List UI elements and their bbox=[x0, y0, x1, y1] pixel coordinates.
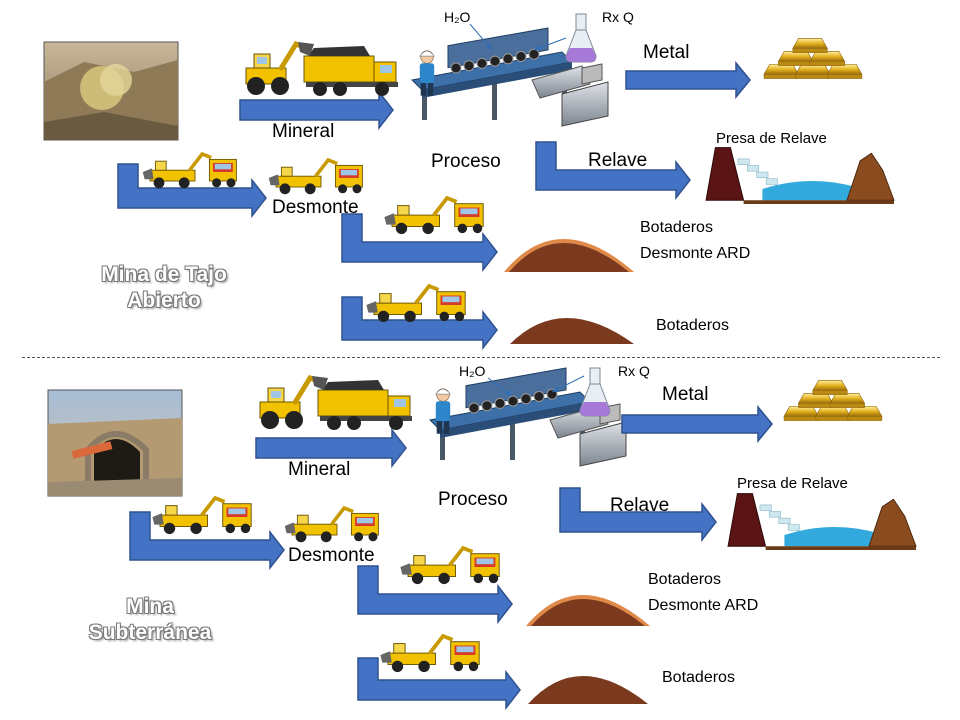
relave-label: Relave bbox=[610, 495, 670, 516]
botaderos-ard-label-2: Desmonte ARD bbox=[640, 245, 751, 262]
section-divider bbox=[22, 357, 940, 358]
blue-arrow-icon bbox=[357, 657, 521, 711]
desmonte-label: Desmonte bbox=[288, 545, 375, 566]
loader-truck-icon bbox=[400, 545, 500, 585]
loader-truck-icon bbox=[152, 495, 252, 535]
section-title-line-1: Mina bbox=[126, 595, 174, 618]
blue-arrow-icon bbox=[117, 163, 267, 219]
ard-waste-dump-icon bbox=[504, 239, 634, 272]
blue-arrow-icon bbox=[621, 404, 773, 444]
worker-icon bbox=[419, 50, 435, 96]
section-title-mina-subterranea: Mina Subterránea bbox=[70, 594, 230, 646]
flask-icon bbox=[579, 367, 611, 417]
botaderos-ard-label-1: Botaderos bbox=[648, 571, 721, 588]
blue-arrow-icon bbox=[255, 427, 407, 469]
blue-arrow-icon bbox=[357, 565, 513, 625]
presa-relave-label: Presa de Relave bbox=[716, 130, 827, 147]
metal-label: Metal bbox=[662, 384, 709, 405]
gold-bars-icon bbox=[763, 38, 863, 79]
blue-arrow-icon bbox=[341, 296, 498, 351]
worker-icon bbox=[435, 388, 451, 434]
waste-dump-icon bbox=[528, 676, 648, 704]
waste-dump-icon bbox=[510, 318, 634, 344]
h2o-label: H₂O bbox=[459, 363, 486, 379]
flask-icon bbox=[565, 13, 597, 63]
pointer-arrow-head-icon bbox=[505, 389, 512, 396]
blue-arrow-icon bbox=[625, 60, 751, 100]
botaderos-label: Botaderos bbox=[656, 317, 729, 334]
section-title-line-2: Abierto bbox=[127, 289, 201, 312]
pointer-arrow-head-icon bbox=[534, 45, 541, 51]
relave-label: Relave bbox=[588, 150, 648, 171]
gold-bars-icon bbox=[783, 380, 883, 421]
loader-truck-icon bbox=[268, 157, 363, 195]
pointer-arrow-head-icon bbox=[485, 43, 492, 50]
loader-truck-icon bbox=[259, 374, 412, 430]
botaderos-ard-label-2: Desmonte ARD bbox=[648, 597, 759, 614]
proceso-label: Proceso bbox=[431, 151, 501, 172]
proceso-label: Proceso bbox=[438, 489, 508, 510]
section-title-tajo-abierto: Mina de Tajo Abierto bbox=[84, 262, 244, 314]
ard-waste-dump-icon bbox=[526, 595, 650, 626]
mine-photo bbox=[47, 389, 183, 497]
blue-arrow-icon bbox=[341, 213, 498, 273]
loader-truck-icon bbox=[142, 151, 237, 189]
rxq-label: Rx Q bbox=[602, 9, 634, 25]
mine-photo bbox=[43, 41, 179, 141]
processing-plant-icon bbox=[410, 27, 609, 127]
loader-truck-icon bbox=[384, 195, 484, 235]
blue-arrow-icon bbox=[129, 511, 285, 571]
section-title-line-2: Subterránea bbox=[88, 621, 212, 644]
blue-arrow-icon bbox=[559, 487, 717, 543]
rxq-label: Rx Q bbox=[618, 363, 650, 379]
tailings-dam-icon bbox=[705, 147, 895, 205]
blue-arrow-icon bbox=[535, 141, 691, 201]
mineral-label: Mineral bbox=[288, 459, 351, 480]
section-title-line-1: Mina de Tajo bbox=[101, 263, 227, 286]
pointer-arrow-head-icon bbox=[552, 386, 559, 392]
loader-truck-icon bbox=[366, 283, 466, 323]
blue-arrow-icon bbox=[239, 89, 394, 131]
loader-truck-icon bbox=[380, 633, 480, 673]
loader-truck-icon bbox=[284, 505, 379, 543]
metal-label: Metal bbox=[643, 42, 690, 63]
botaderos-label: Botaderos bbox=[662, 669, 735, 686]
mineral-label: Mineral bbox=[272, 121, 335, 142]
desmonte-label: Desmonte bbox=[272, 197, 359, 218]
processing-plant-icon bbox=[428, 367, 627, 467]
loader-truck-icon bbox=[245, 40, 398, 96]
presa-relave-label: Presa de Relave bbox=[737, 475, 848, 492]
botaderos-ard-label-1: Botaderos bbox=[640, 219, 713, 236]
h2o-label: H₂O bbox=[444, 9, 471, 25]
tailings-dam-icon bbox=[727, 493, 917, 551]
